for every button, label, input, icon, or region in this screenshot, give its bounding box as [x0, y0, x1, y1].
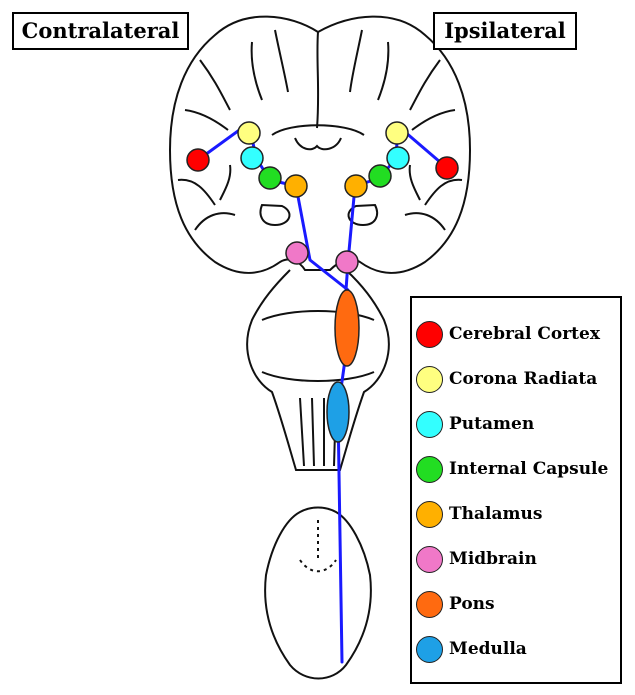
legend-item-cerebral-cortex: Cerebral Cortex: [416, 316, 600, 352]
legend-label: Internal Capsule: [449, 459, 608, 479]
legend: Cerebral Cortex Corona Radiata Putamen I…: [410, 296, 622, 684]
legend-label: Medulla: [449, 639, 527, 659]
legend-item-midbrain: Midbrain: [416, 541, 537, 577]
legend-item-medulla: Medulla: [416, 631, 527, 667]
legend-swatch: [416, 501, 443, 528]
legend-swatch: [416, 546, 443, 573]
brainstem-outline: [247, 270, 389, 470]
legend-item-pons: Pons: [416, 586, 495, 622]
marker-putamen-right: [387, 147, 409, 169]
marker-cerebral-cortex-left: [187, 149, 209, 171]
legend-swatch: [416, 411, 443, 438]
contralateral-label: Contralateral: [12, 12, 189, 50]
cerebrum-outline: [170, 17, 470, 273]
legend-item-internal-capsule: Internal Capsule: [416, 451, 608, 487]
marker-midbrain-left: [286, 242, 308, 264]
marker-internal-capsule-left: [259, 167, 281, 189]
spinal-cord-outline: [265, 508, 371, 679]
left-temporal-lobe: [261, 205, 290, 225]
spinal-cord-center: [300, 520, 336, 571]
marker-midbrain-right: [336, 251, 358, 273]
legend-item-corona-radiata: Corona Radiata: [416, 361, 597, 397]
left-sulci: [178, 30, 288, 230]
marker-cerebral-cortex-right: [436, 157, 458, 179]
ipsilateral-label: Ipsilateral: [433, 12, 577, 50]
marker-corona-radiata-left: [238, 122, 260, 144]
legend-label: Midbrain: [449, 549, 537, 569]
legend-swatch: [416, 456, 443, 483]
marker-pons: [335, 290, 359, 366]
legend-item-thalamus: Thalamus: [416, 496, 542, 532]
legend-label: Corona Radiata: [449, 369, 597, 389]
marker-medulla: [327, 382, 349, 442]
marker-thalamus-right: [345, 175, 367, 197]
legend-label: Putamen: [449, 414, 534, 434]
legend-label: Cerebral Cortex: [449, 324, 600, 344]
legend-swatch: [416, 636, 443, 663]
legend-label: Pons: [449, 594, 495, 614]
marker-internal-capsule-right: [369, 165, 391, 187]
legend-label: Thalamus: [449, 504, 542, 524]
marker-putamen-left: [241, 147, 263, 169]
ventricles: [295, 138, 341, 149]
longitudinal-fissure: [317, 32, 318, 128]
legend-swatch: [416, 366, 443, 393]
marker-thalamus-left: [285, 175, 307, 197]
legend-swatch: [416, 321, 443, 348]
legend-swatch: [416, 591, 443, 618]
legend-item-putamen: Putamen: [416, 406, 534, 442]
marker-corona-radiata-right: [386, 122, 408, 144]
